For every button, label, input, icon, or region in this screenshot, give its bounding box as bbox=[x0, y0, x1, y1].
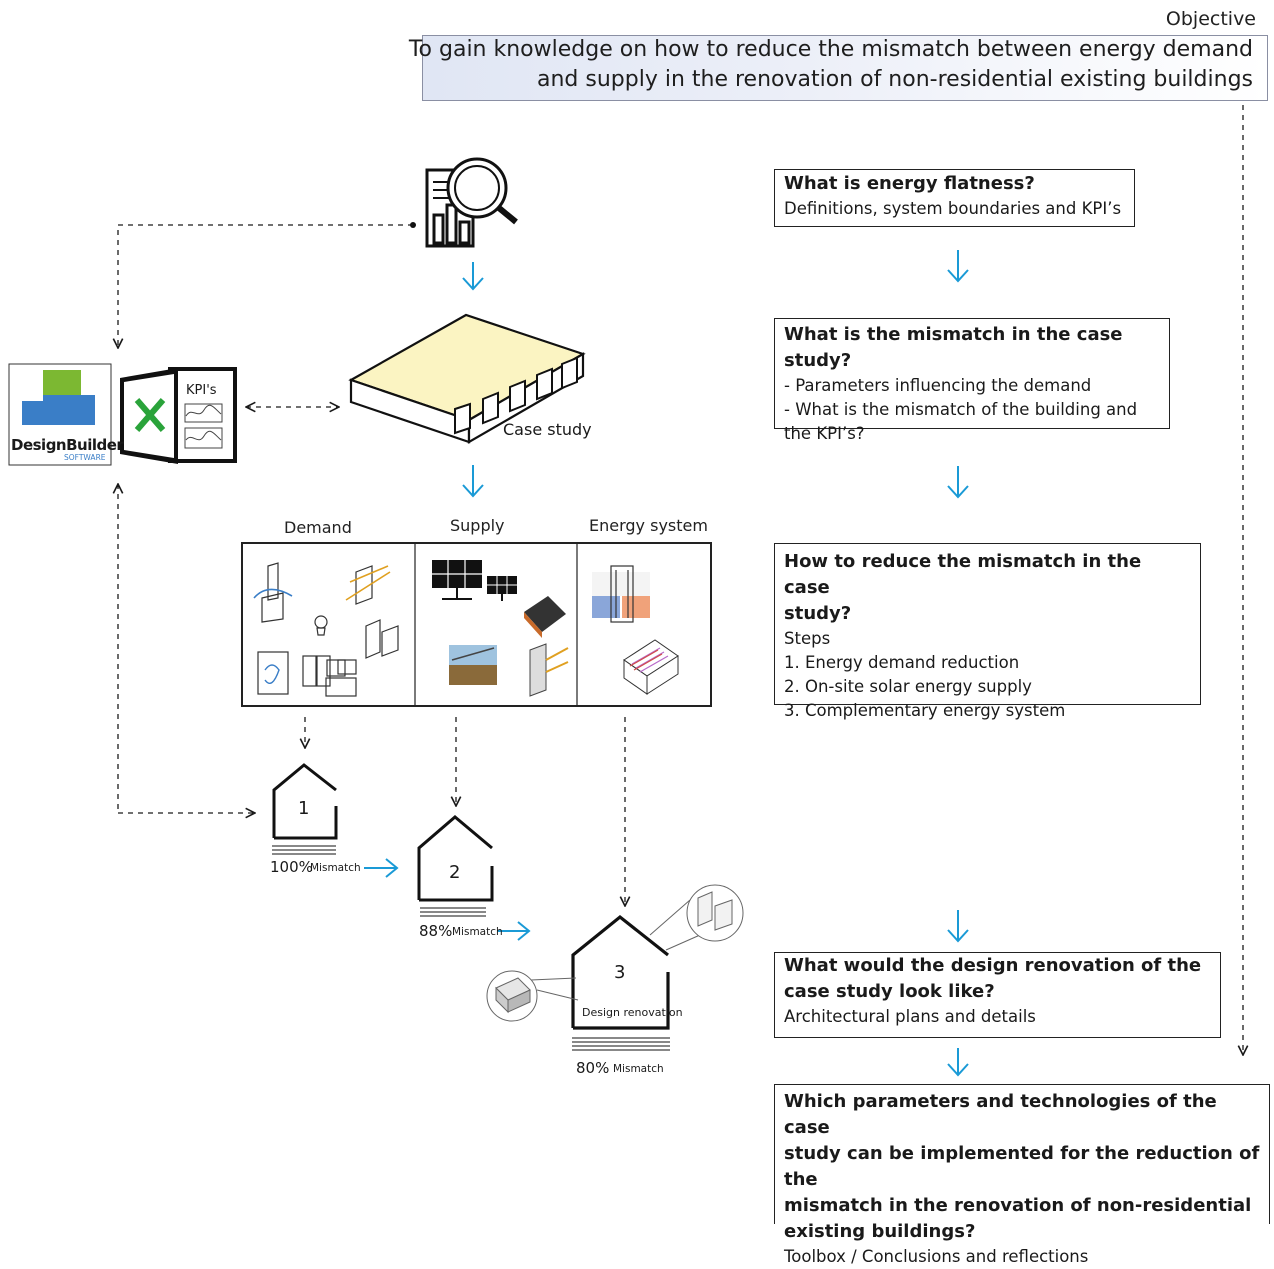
flow-arrows-center bbox=[462, 262, 484, 498]
excel-kpi-icon bbox=[120, 367, 237, 464]
question-title: What would the design renovation of the bbox=[784, 955, 1202, 976]
question-title: How to reduce the mismatch in the case bbox=[784, 551, 1142, 598]
house-2 bbox=[417, 815, 494, 917]
house-2-number: 2 bbox=[449, 862, 461, 883]
designbuilder-subtitle: SOFTWARE bbox=[64, 453, 106, 462]
question-title: existing buildings? bbox=[784, 1221, 976, 1242]
supply-sketches bbox=[432, 560, 569, 697]
research-to-tools-connector bbox=[118, 222, 416, 348]
question-title: study? bbox=[784, 603, 852, 624]
question-detail: 1. Energy demand reduction bbox=[784, 653, 1020, 672]
question-detail: 2. On-site solar energy supply bbox=[784, 677, 1032, 696]
designbuilder-brand: DesignBuilder bbox=[11, 436, 124, 454]
panel-to-house-connectors bbox=[305, 717, 625, 906]
research-magnifier-icon bbox=[425, 157, 518, 248]
tools-to-house-connector bbox=[118, 484, 255, 813]
house-2-mismatch-label: Mismatch bbox=[452, 926, 503, 938]
house-3-number: 3 bbox=[614, 962, 626, 983]
question-title: Which parameters and technologies of the… bbox=[784, 1091, 1217, 1138]
objective-label: Objective bbox=[1165, 8, 1256, 30]
energy-system-sketches bbox=[592, 565, 679, 695]
question-detail: Steps bbox=[784, 629, 831, 648]
house-3-inner-label: Design renovation bbox=[582, 1006, 683, 1019]
question-detail: 3. Complementary energy system bbox=[784, 701, 1066, 720]
case-study-building bbox=[348, 313, 586, 444]
house-progress-arrows bbox=[364, 858, 531, 941]
house-1-number: 1 bbox=[298, 798, 310, 819]
question-detail: - Parameters influencing the demand bbox=[784, 376, 1092, 395]
flow-arrows-right bbox=[947, 250, 969, 1077]
question-box-parameters-technologies: Which parameters and technologies of the… bbox=[774, 1084, 1270, 1266]
window-detail-callout bbox=[649, 884, 744, 951]
question-box-mismatch-case-study: What is the mismatch in the case study? … bbox=[774, 318, 1170, 443]
strategy-panels bbox=[241, 542, 712, 707]
column-title-demand: Demand bbox=[284, 518, 352, 537]
demand-sketches bbox=[253, 562, 399, 697]
house-1-percent: 100% bbox=[270, 858, 313, 876]
column-title-supply: Supply bbox=[450, 516, 505, 535]
question-title: What is the mismatch in the case study? bbox=[784, 324, 1123, 371]
question-box-design-renovation: What would the design renovation of the … bbox=[774, 952, 1221, 1038]
case-study-label: Case study bbox=[503, 420, 592, 439]
house-3-mismatch-label: Mismatch bbox=[613, 1063, 664, 1075]
question-title: study can be implemented for the reducti… bbox=[784, 1143, 1260, 1190]
question-title: case study look like? bbox=[784, 981, 995, 1002]
house-2-percent: 88% bbox=[419, 922, 453, 940]
question-detail: Toolbox / Conclusions and reflections bbox=[784, 1247, 1089, 1266]
house-1 bbox=[272, 763, 338, 855]
designbuilder-logo bbox=[8, 363, 112, 466]
question-detail: Definitions, system boundaries and KPI’s bbox=[784, 199, 1122, 218]
question-title: What is energy flatness? bbox=[784, 173, 1035, 194]
question-detail: the KPI’s? bbox=[784, 424, 865, 443]
house-3-percent: 80% bbox=[576, 1059, 610, 1077]
excel-kpi-label: KPI's bbox=[186, 383, 217, 398]
question-box-reduce-mismatch: How to reduce the mismatch in the case s… bbox=[774, 543, 1201, 720]
question-box-energy-flatness: What is energy flatness? Definitions, sy… bbox=[774, 169, 1135, 227]
question-detail: - What is the mismatch of the building a… bbox=[784, 400, 1138, 419]
question-title: mismatch in the renovation of non-reside… bbox=[784, 1195, 1252, 1216]
column-title-energy-system: Energy system bbox=[589, 516, 708, 535]
objective-box: To gain knowledge on how to reduce the m… bbox=[409, 35, 1268, 101]
wall-detail-callout bbox=[486, 970, 579, 1022]
objective-text-line-2: and supply in the renovation of non-resi… bbox=[536, 67, 1253, 92]
diagram-canvas bbox=[8, 105, 1274, 1077]
house-1-mismatch-label: Mismatch bbox=[310, 862, 361, 874]
question-detail: Architectural plans and details bbox=[784, 1007, 1036, 1026]
objective-text-line-1: To gain knowledge on how to reduce the m… bbox=[408, 37, 1253, 62]
house-3 bbox=[571, 914, 670, 1051]
